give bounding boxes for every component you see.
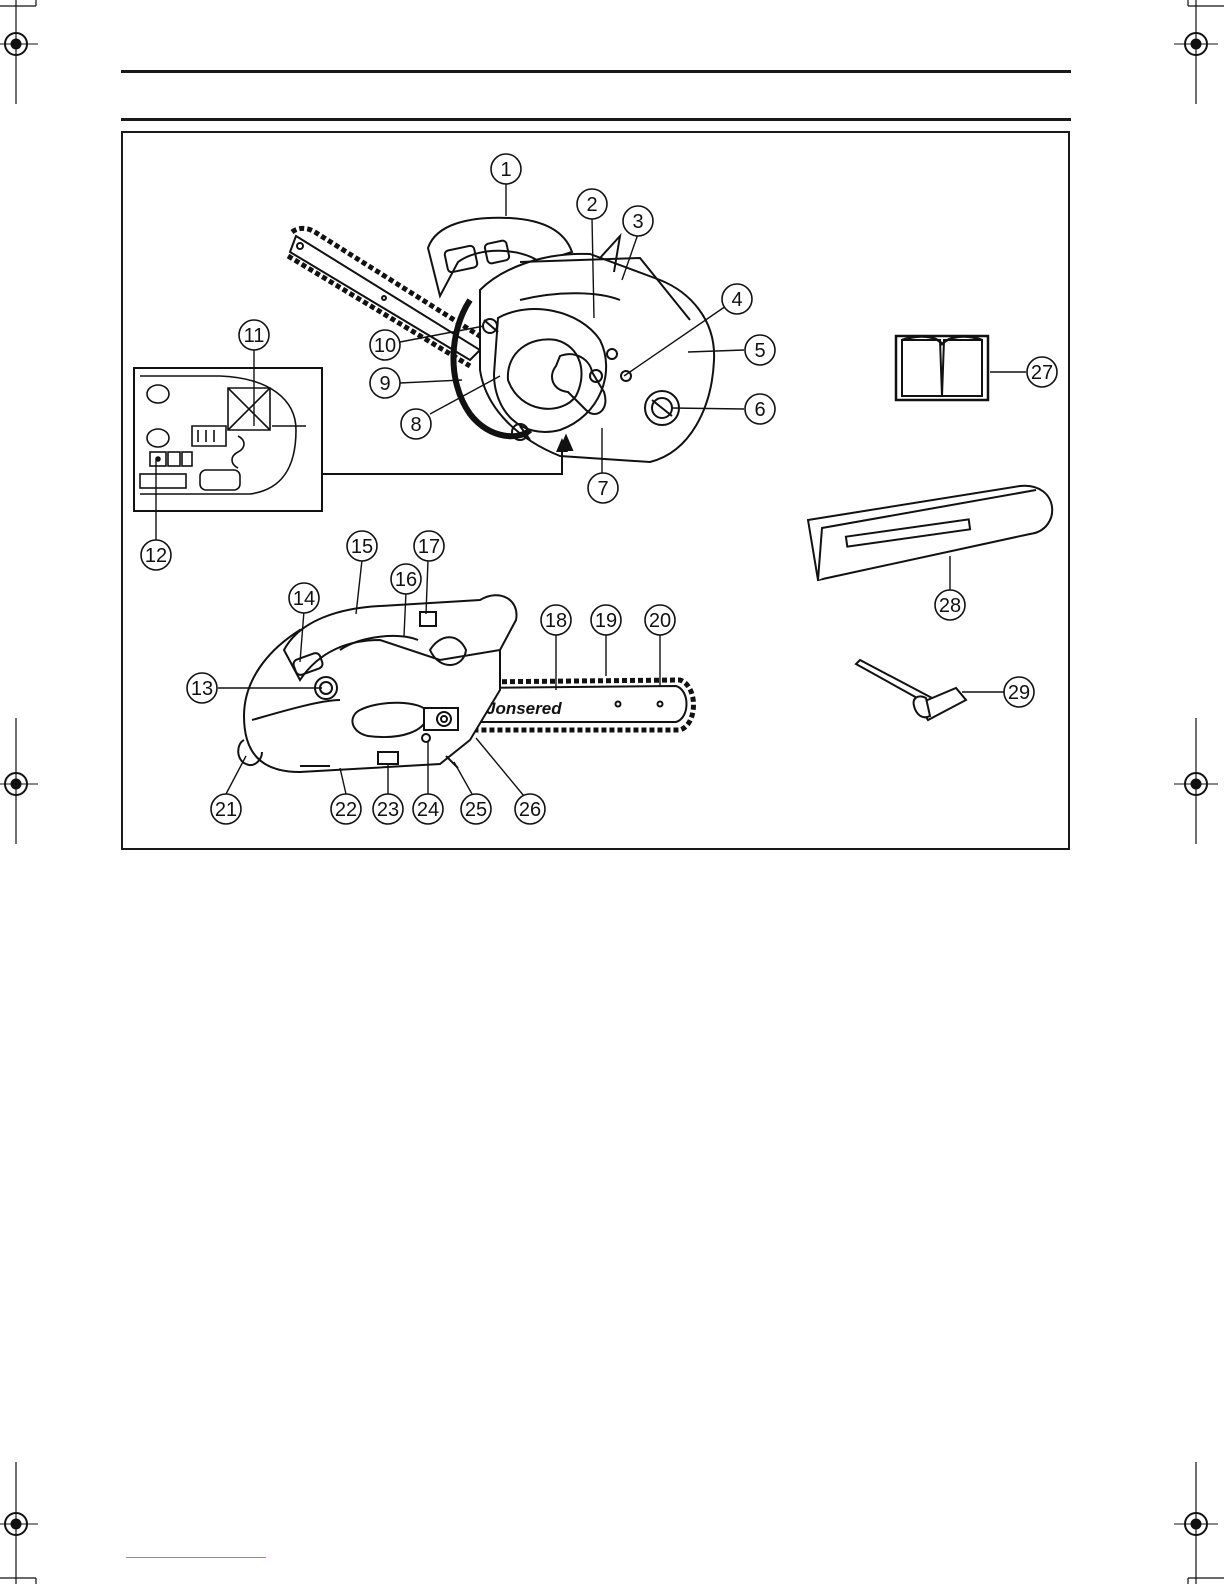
callout-19: 19: [591, 605, 621, 635]
callout-11-label: 11: [244, 325, 265, 347]
callout-28: 28: [935, 590, 965, 620]
callout-8: 8: [401, 409, 431, 439]
callout-15: 15: [347, 531, 377, 561]
callout-25: 25: [461, 794, 491, 824]
callout-4-label: 4: [731, 289, 742, 311]
callout-6: 6: [745, 394, 775, 424]
callout-27: 27: [1027, 357, 1057, 387]
callout-29: 29: [1004, 677, 1034, 707]
callout-20-label: 20: [649, 610, 671, 632]
callout-2-label: 2: [586, 194, 597, 216]
inset-pointer-arrow: [322, 446, 562, 474]
callout-18: 18: [541, 605, 571, 635]
callout-21-label: 21: [215, 799, 237, 821]
callout-13-label: 13: [191, 678, 213, 700]
callout-1: 1: [491, 154, 521, 184]
callout-22: 22: [331, 794, 361, 824]
callout-21: 21: [211, 794, 241, 824]
callout-24-label: 24: [417, 799, 439, 821]
callout-7-label: 7: [597, 478, 608, 500]
callout-14: 14: [289, 583, 319, 613]
callout-19-label: 19: [595, 610, 617, 632]
callout-26: 26: [515, 794, 545, 824]
callout-4: 4: [722, 284, 752, 314]
callout-9: 9: [370, 368, 400, 398]
callout-7: 7: [588, 473, 618, 503]
callout-20: 20: [645, 605, 675, 635]
chainsaw-rear-view: [288, 218, 714, 462]
combination-spanner-icon: [856, 660, 966, 720]
callout-10-label: 10: [374, 335, 396, 357]
callout-25-label: 25: [465, 799, 487, 821]
brand-logo: Jonsered: [486, 699, 562, 718]
callout-16-label: 16: [395, 569, 417, 591]
callout-5-label: 5: [754, 340, 765, 362]
callout-28-label: 28: [939, 595, 961, 617]
callout-6-label: 6: [754, 399, 765, 421]
operator-manual-icon: [896, 336, 988, 400]
callout-1-label: 1: [500, 159, 511, 181]
callout-13: 13: [187, 673, 217, 703]
bar-guard-icon: [808, 486, 1052, 580]
callout-17: 17: [414, 531, 444, 561]
callout-12: 12: [141, 540, 171, 570]
callout-22-label: 22: [335, 799, 357, 821]
callout-27-label: 27: [1031, 362, 1053, 384]
callout-23: 23: [373, 794, 403, 824]
callout-23-label: 23: [377, 799, 399, 821]
callout-14-label: 14: [293, 588, 315, 610]
callout-24: 24: [413, 794, 443, 824]
footer-link-underline: [126, 1557, 266, 1558]
callout-11: 11: [239, 320, 269, 350]
callout-12-label: 12: [145, 545, 167, 567]
callout-17-label: 17: [418, 536, 440, 558]
callout-26-label: 26: [519, 799, 541, 821]
callout-2: 2: [577, 189, 607, 219]
callout-9-label: 9: [379, 373, 390, 395]
callout-5: 5: [745, 335, 775, 365]
callout-3-label: 3: [632, 211, 643, 233]
callout-8-label: 8: [410, 414, 421, 436]
callout-29-label: 29: [1008, 682, 1030, 704]
callout-18-label: 18: [545, 610, 567, 632]
chainsaw-side-view: [238, 595, 693, 772]
callout-16: 16: [391, 564, 421, 594]
callout-10: 10: [370, 330, 400, 360]
detail-inset: [134, 368, 322, 511]
callout-3: 3: [623, 206, 653, 236]
crosshair-registration-icon: [0, 22, 1218, 1546]
callout-15-label: 15: [351, 536, 373, 558]
